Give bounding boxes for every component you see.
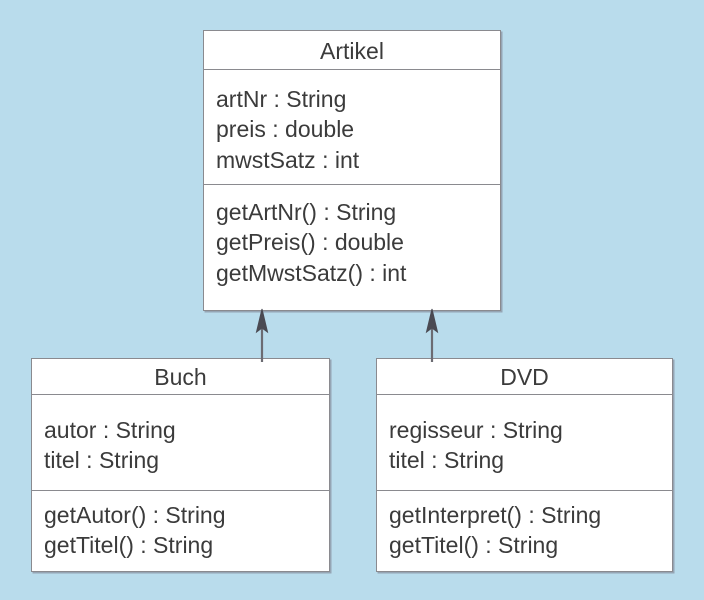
operation-compartment-buch: getAutor() : String getTitel() : String — [32, 490, 329, 573]
operation-item: getInterpret() : String — [389, 502, 602, 528]
uml-class-artikel[interactable]: Artikel artNr : String preis : double mw… — [203, 30, 501, 311]
attribute-item: mwstSatz : int — [216, 146, 360, 173]
attribute-item: titel : String — [389, 447, 505, 474]
operation-item: getArtNr() : String — [216, 199, 397, 225]
uml-class-dvd[interactable]: DVD regisseur : String titel : String ge… — [376, 358, 673, 572]
attribute-item: titel : String — [44, 447, 160, 474]
operation-item: getAutor() : String — [44, 502, 226, 528]
attribute-compartment-buch: autor : String titel : String — [32, 394, 329, 490]
operation-compartment-artikel: getArtNr() : String getPreis() : double … — [204, 184, 500, 310]
operation-item: getTitel() : String — [44, 532, 214, 559]
operation-item: getMwstSatz() : int — [216, 259, 407, 286]
operation-compartment-dvd: getInterpret() : String getTitel() : Str… — [377, 490, 672, 573]
arrowhead-icon — [255, 308, 269, 334]
attribute-item: preis : double — [216, 116, 355, 143]
attribute-item: autor : String — [44, 417, 176, 443]
class-name-buch: Buch — [154, 364, 207, 390]
attribute-item: regisseur : String — [389, 417, 563, 443]
generalization-arrow-dvd-to-artikel — [425, 308, 439, 362]
attribute-item: artNr : String — [216, 86, 347, 112]
generalization-arrow-buch-to-artikel — [255, 308, 269, 362]
class-name-dvd: DVD — [500, 364, 549, 390]
operation-item: getTitel() : String — [389, 532, 559, 559]
attribute-compartment-artikel: artNr : String preis : double mwstSatz :… — [204, 69, 500, 184]
arrowhead-icon — [425, 308, 439, 334]
operation-item: getPreis() : double — [216, 229, 404, 256]
class-name-artikel: Artikel — [320, 38, 384, 64]
attribute-compartment-dvd: regisseur : String titel : String — [377, 394, 672, 490]
uml-class-buch[interactable]: Buch autor : String titel : String getAu… — [31, 358, 330, 572]
